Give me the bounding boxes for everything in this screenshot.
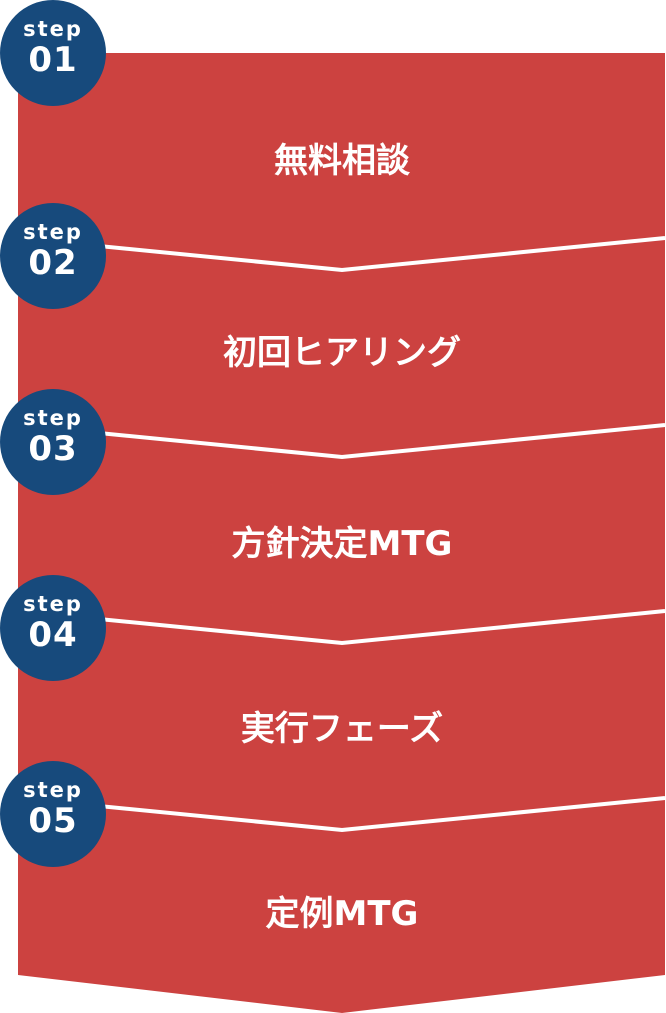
step-3-badge: step 03 <box>0 389 106 495</box>
step-5-prefix: step <box>23 778 83 802</box>
step-5-number: 05 <box>28 801 78 841</box>
divider-2 <box>17 236 666 273</box>
step-4-label: 実行フェーズ <box>241 709 443 749</box>
divider-3 <box>17 423 666 460</box>
divider-4 <box>17 609 666 646</box>
step-1-prefix: step <box>23 17 83 41</box>
step-2-label: 初回ヒアリング <box>223 333 461 373</box>
step-5-badge: step 05 <box>0 761 106 867</box>
step-4-badge: step 04 <box>0 575 106 681</box>
step-2-prefix: step <box>23 220 83 244</box>
step-1-number: 01 <box>28 40 78 80</box>
step-3-prefix: step <box>23 406 83 430</box>
step-2-number: 02 <box>28 243 78 283</box>
step-3-label: 方針決定MTG <box>232 524 453 564</box>
divider-5 <box>17 796 666 833</box>
step-2-badge: step 02 <box>0 203 106 309</box>
step-3-number: 03 <box>28 429 78 469</box>
flow-background <box>18 53 665 1013</box>
step-5-label: 定例MTG <box>266 894 419 934</box>
dividers <box>17 236 666 833</box>
step-4-prefix: step <box>23 592 83 616</box>
step-1-badge: step 01 <box>0 0 106 106</box>
step-4-number: 04 <box>28 615 78 655</box>
step-1-label: 無料相談 <box>274 141 411 181</box>
